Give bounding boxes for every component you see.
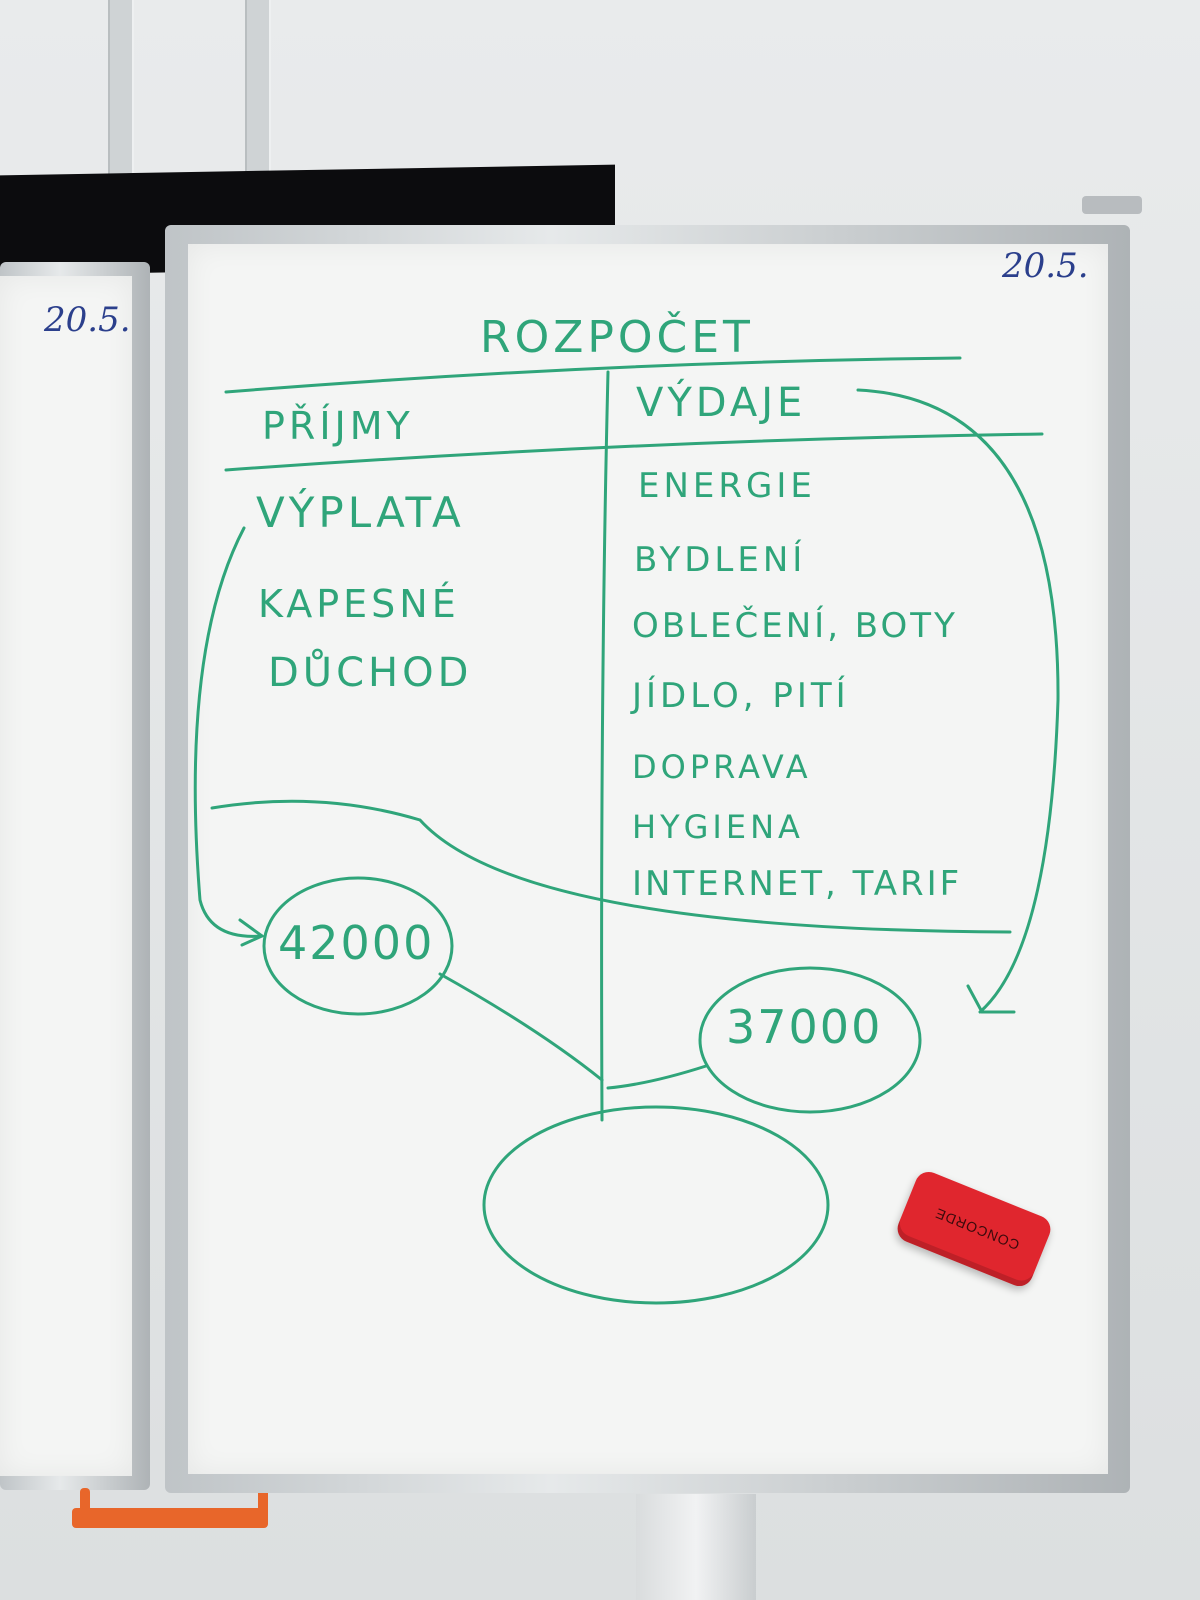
expense-item: HYGIENA [632, 808, 804, 846]
header-underline [224, 432, 1044, 472]
expense-item: BYDLENÍ [634, 540, 807, 580]
balance-circle [482, 1105, 830, 1305]
board-corner-clip [1082, 196, 1142, 214]
title-underline [224, 356, 962, 394]
main-board-surface [188, 244, 1108, 1474]
income-connector [438, 972, 604, 1082]
income-item: KAPESNÉ [258, 582, 460, 626]
eraser-brand-label: CONCORDE [932, 1204, 1022, 1254]
expense-total: 37000 [726, 1000, 883, 1054]
income-item: VÝPLATA [256, 488, 465, 537]
expense-item: OBLEČENÍ, BOTY [632, 606, 958, 646]
budget-title: ROZPOČET [480, 312, 754, 363]
expense-arrow-head [966, 984, 1016, 1014]
expense-connector [606, 1064, 708, 1090]
income-header: PŘÍJMY [262, 404, 414, 448]
wall-rail-left [108, 0, 134, 200]
expense-item: INTERNET, TARIF [632, 864, 963, 904]
main-board-date: 20.5. [1002, 246, 1089, 286]
income-total-circle [262, 876, 454, 1016]
expense-header: VÝDAJE [636, 380, 807, 426]
board-handle-post-right [258, 1484, 268, 1520]
expense-item: ENERGIE [638, 466, 816, 506]
expense-total-circle [698, 966, 922, 1114]
income-total: 42000 [278, 916, 435, 970]
column-divider [600, 370, 610, 1122]
income-arrow-head [238, 918, 265, 947]
left-board-surface [0, 276, 132, 1476]
wall-rail-right [245, 0, 271, 190]
expense-arrow [856, 388, 1060, 1014]
income-arrow [193, 526, 264, 938]
expense-item: DOPRAVA [632, 748, 812, 786]
list-bottom-line [210, 799, 1012, 934]
board-stand [636, 1494, 756, 1600]
expense-item: JÍDLO, PITÍ [632, 676, 850, 716]
board-handle[interactable] [72, 1508, 268, 1528]
left-board-date: 20.5. [44, 300, 131, 340]
board-handle-post-left [80, 1488, 90, 1518]
income-item: DŮCHOD [268, 650, 473, 696]
